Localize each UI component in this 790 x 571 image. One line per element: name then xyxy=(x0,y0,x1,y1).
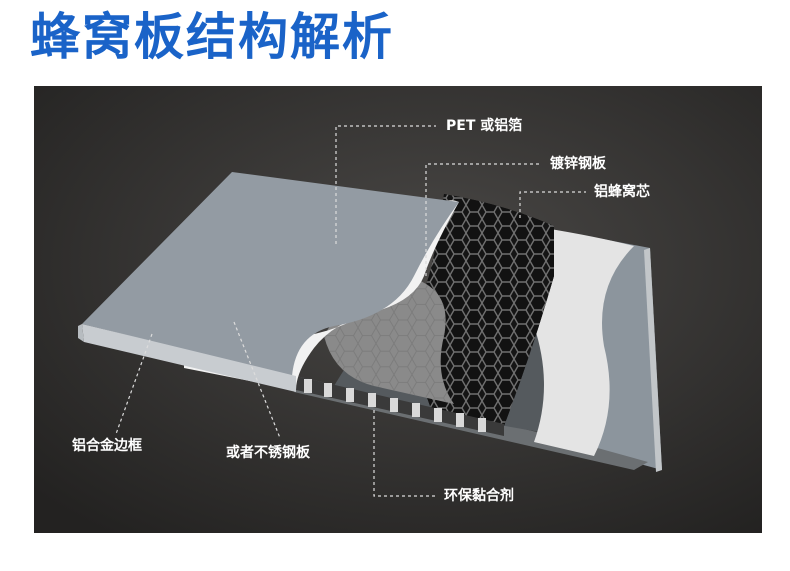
core-cross-section xyxy=(296,376,504,436)
aluminum-frame-edge xyxy=(82,324,296,392)
label-pet-foil: PET 或铝箔 xyxy=(446,118,523,134)
honeycomb-panel-illustration xyxy=(34,86,762,533)
aluminum-frame-corner xyxy=(78,324,84,342)
right-steel-edge xyxy=(644,248,662,472)
leader-lines xyxy=(115,125,586,497)
label-adhesive: 环保黏合剂 xyxy=(444,488,514,504)
page-title: 蜂窝板结构解析 xyxy=(30,8,394,66)
leader-stainless xyxy=(233,321,281,439)
leader-core xyxy=(519,191,586,218)
leader-adhesive xyxy=(373,404,436,497)
label-galvanized-steel: 镀锌钢板 xyxy=(550,156,606,172)
label-aluminum-frame: 铝合金边框 xyxy=(72,438,142,454)
panel-top-face xyxy=(82,172,459,376)
adhesive-layer-right xyxy=(530,228,634,456)
diagram-panel: PET 或铝箔 镀锌钢板 铝蜂窝芯 铝合金边框 或者不锈钢板 环保黏合剂 xyxy=(34,86,762,533)
leader-steel xyxy=(425,163,542,276)
label-stainless-steel: 或者不锈钢板 xyxy=(226,445,310,461)
label-aluminum-core: 铝蜂窝芯 xyxy=(594,184,650,200)
